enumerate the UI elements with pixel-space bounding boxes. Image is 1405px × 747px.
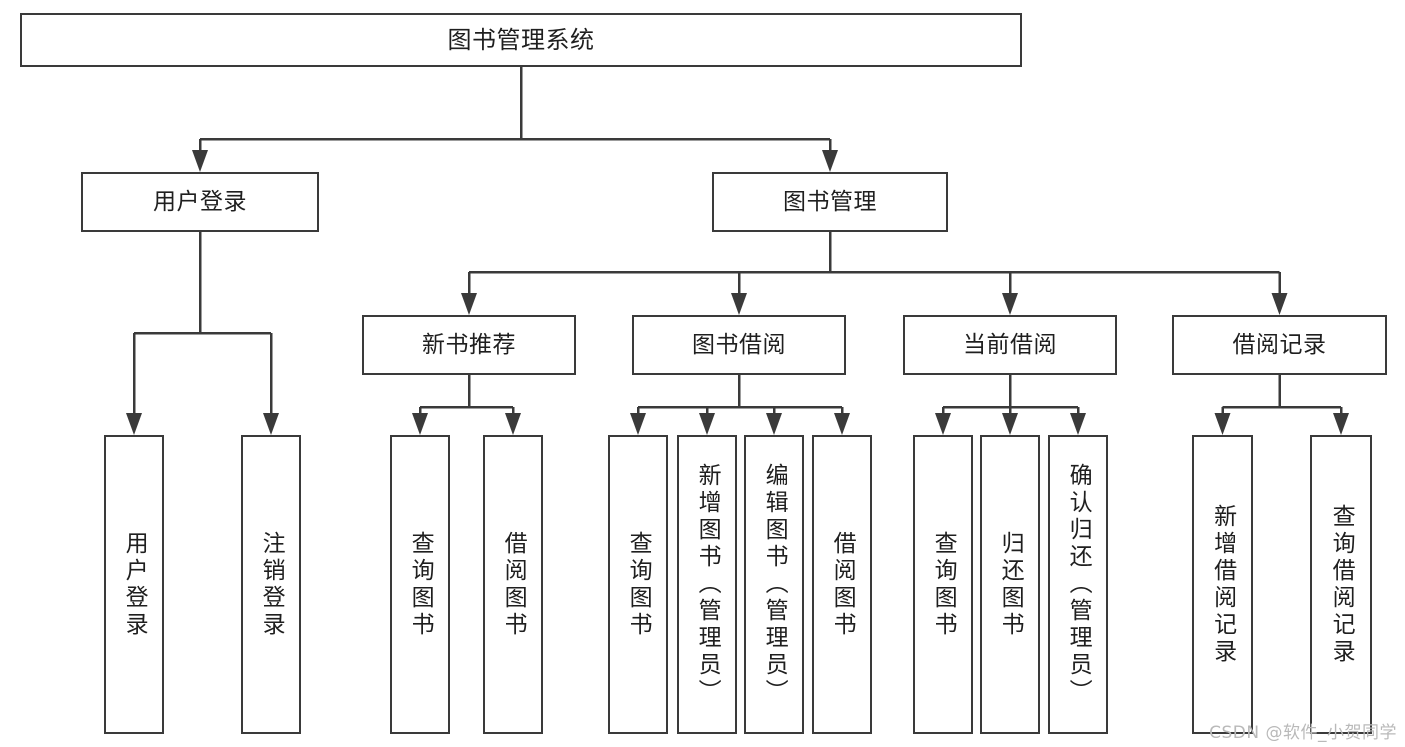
conn-root-arrow-book-manage <box>822 150 838 172</box>
node-leaf-cur-query-book: 查询图书 <box>913 435 973 734</box>
conn-borrow-record-arrow-leaf-rec-add-record <box>1214 413 1231 435</box>
conn-borrow-record-arrow-leaf-rec-query-record <box>1333 413 1349 435</box>
node-user-login: 用户登录 <box>81 172 319 232</box>
node-new-book-rec: 新书推荐 <box>362 315 576 375</box>
conn-book-manage-arrow-borrow-record <box>1271 293 1288 315</box>
node-leaf-borrow-add-book: 新增图书（管理员） <box>677 435 737 734</box>
node-label: 新增图书（管理员） <box>694 463 721 706</box>
conn-book-manage-arrow-new-book-rec <box>461 293 477 315</box>
node-book-manage: 图书管理 <box>712 172 948 232</box>
node-label: 用户登录 <box>121 530 148 639</box>
conn-new-book-rec-arrow-leaf-rec-borrow-book <box>505 413 521 435</box>
node-borrow-record: 借阅记录 <box>1172 315 1387 375</box>
conn-book-borrow-arrow-leaf-borrow-add-book <box>699 413 715 435</box>
node-root: 图书管理系统 <box>20 13 1022 67</box>
node-label: 新增借阅记录 <box>1209 503 1236 666</box>
node-leaf-cur-return-book: 归还图书 <box>980 435 1040 734</box>
node-leaf-borrow-borrow-book: 借阅图书 <box>812 435 872 734</box>
conn-current-borrow-arrow-leaf-cur-confirm-return <box>1070 413 1086 435</box>
conn-root-arrow-user-login <box>192 150 208 172</box>
node-label: 编辑图书（管理员） <box>761 463 788 706</box>
node-label: 借阅图书 <box>500 530 527 639</box>
node-leaf-rec-query-record: 查询借阅记录 <box>1310 435 1372 734</box>
conn-book-borrow-arrow-leaf-borrow-query-book <box>630 413 646 435</box>
node-leaf-cur-confirm-return: 确认归还（管理员） <box>1048 435 1108 734</box>
node-label: 查询图书 <box>625 530 652 639</box>
node-label: 查询借阅记录 <box>1328 503 1355 666</box>
node-leaf-user-logout: 注销登录 <box>241 435 301 734</box>
conn-book-manage-arrow-current-borrow <box>1002 293 1018 315</box>
node-label: 查询图书 <box>407 530 434 639</box>
node-label: 新书推荐 <box>422 331 516 358</box>
node-leaf-borrow-query-book: 查询图书 <box>608 435 668 734</box>
node-label: 归还图书 <box>997 530 1024 639</box>
node-label: 借阅图书 <box>829 530 856 639</box>
conn-new-book-rec-arrow-leaf-rec-query-book <box>412 413 428 435</box>
node-label: 查询图书 <box>930 530 957 639</box>
conn-book-borrow-arrow-leaf-borrow-borrow-book <box>834 413 850 435</box>
node-label: 图书管理 <box>783 188 877 215</box>
node-leaf-rec-query-book: 查询图书 <box>390 435 450 734</box>
conn-user-login-arrow-leaf-user-login <box>126 413 142 435</box>
conn-current-borrow-arrow-leaf-cur-query-book <box>935 413 951 435</box>
conn-book-borrow-arrow-leaf-borrow-edit-book <box>766 413 782 435</box>
node-label: 当前借阅 <box>963 331 1057 358</box>
node-leaf-borrow-edit-book: 编辑图书（管理员） <box>744 435 804 734</box>
node-label: 图书借阅 <box>692 331 786 358</box>
node-book-borrow: 图书借阅 <box>632 315 846 375</box>
node-leaf-rec-borrow-book: 借阅图书 <box>483 435 543 734</box>
node-label: 借阅记录 <box>1232 331 1327 358</box>
conn-user-login-arrow-leaf-user-logout <box>263 413 279 435</box>
node-label: 注销登录 <box>258 530 285 639</box>
node-current-borrow: 当前借阅 <box>903 315 1117 375</box>
node-label: 用户登录 <box>153 188 247 215</box>
conn-book-manage-arrow-book-borrow <box>731 293 747 315</box>
conn-current-borrow-arrow-leaf-cur-return-book <box>1002 413 1018 435</box>
node-leaf-rec-add-record: 新增借阅记录 <box>1192 435 1253 734</box>
node-label: 确认归还（管理员） <box>1065 463 1092 706</box>
node-label: 图书管理系统 <box>447 26 595 54</box>
node-leaf-user-login: 用户登录 <box>104 435 164 734</box>
